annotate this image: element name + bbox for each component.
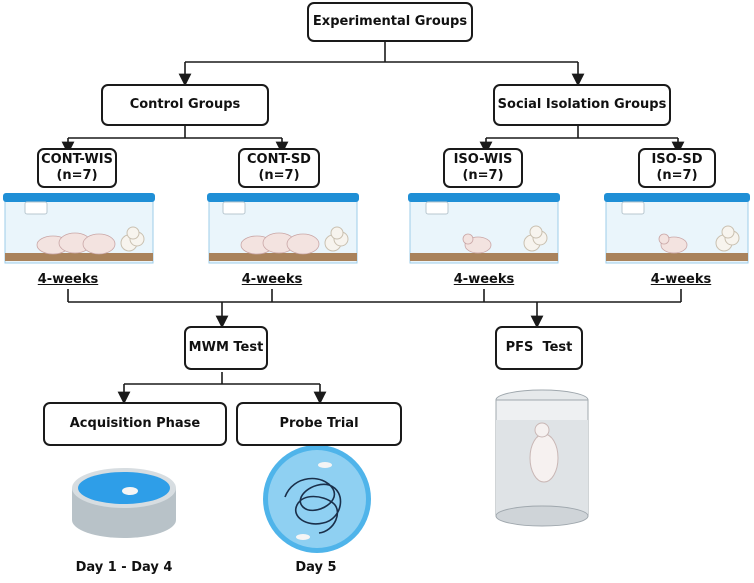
group-n: (n=7) bbox=[258, 168, 300, 183]
mwm-test-box: MWM Test bbox=[184, 326, 268, 370]
control-groups-box: Control Groups bbox=[101, 84, 269, 126]
probe-day-label: Day 5 bbox=[295, 560, 337, 575]
duration-label-iso-wis: 4-weeks bbox=[453, 272, 515, 287]
duration-label-cont-wis: 4-weeks bbox=[37, 272, 99, 287]
group-n: (n=7) bbox=[462, 168, 504, 183]
group-n: (n=7) bbox=[56, 168, 98, 183]
group-box-iso-wis: ISO-WIS (n=7) bbox=[443, 148, 523, 188]
duration-label-cont-sd: 4-weeks bbox=[241, 272, 303, 287]
acquisition-phase-box: Acquisition Phase bbox=[43, 402, 227, 446]
group-name: ISO-WIS bbox=[453, 152, 513, 167]
mwm-test-label: MWM Test bbox=[188, 340, 264, 355]
group-name: ISO-SD bbox=[651, 152, 703, 167]
probe-trial-label: Probe Trial bbox=[279, 416, 359, 431]
control-groups-label: Control Groups bbox=[129, 97, 241, 112]
probe-trial-box: Probe Trial bbox=[236, 402, 402, 446]
pfs-test-label: PFS Test bbox=[505, 340, 573, 355]
group-box-cont-sd: CONT-SD (n=7) bbox=[238, 148, 320, 188]
root-box: Experimental Groups bbox=[307, 2, 473, 42]
acquisition-day-label: Day 1 - Day 4 bbox=[75, 560, 173, 575]
group-box-cont-wis: CONT-WIS (n=7) bbox=[37, 148, 117, 188]
group-name: CONT-SD bbox=[247, 152, 311, 167]
group-name: CONT-WIS bbox=[41, 152, 113, 167]
isolation-groups-label: Social Isolation Groups bbox=[497, 97, 667, 112]
duration-label-iso-sd: 4-weeks bbox=[650, 272, 712, 287]
pfs-test-box: PFS Test bbox=[495, 326, 583, 370]
group-n: (n=7) bbox=[656, 168, 698, 183]
isolation-groups-box: Social Isolation Groups bbox=[493, 84, 671, 126]
group-box-iso-sd: ISO-SD (n=7) bbox=[638, 148, 716, 188]
root-label: Experimental Groups bbox=[312, 14, 468, 29]
acquisition-phase-label: Acquisition Phase bbox=[69, 416, 201, 431]
